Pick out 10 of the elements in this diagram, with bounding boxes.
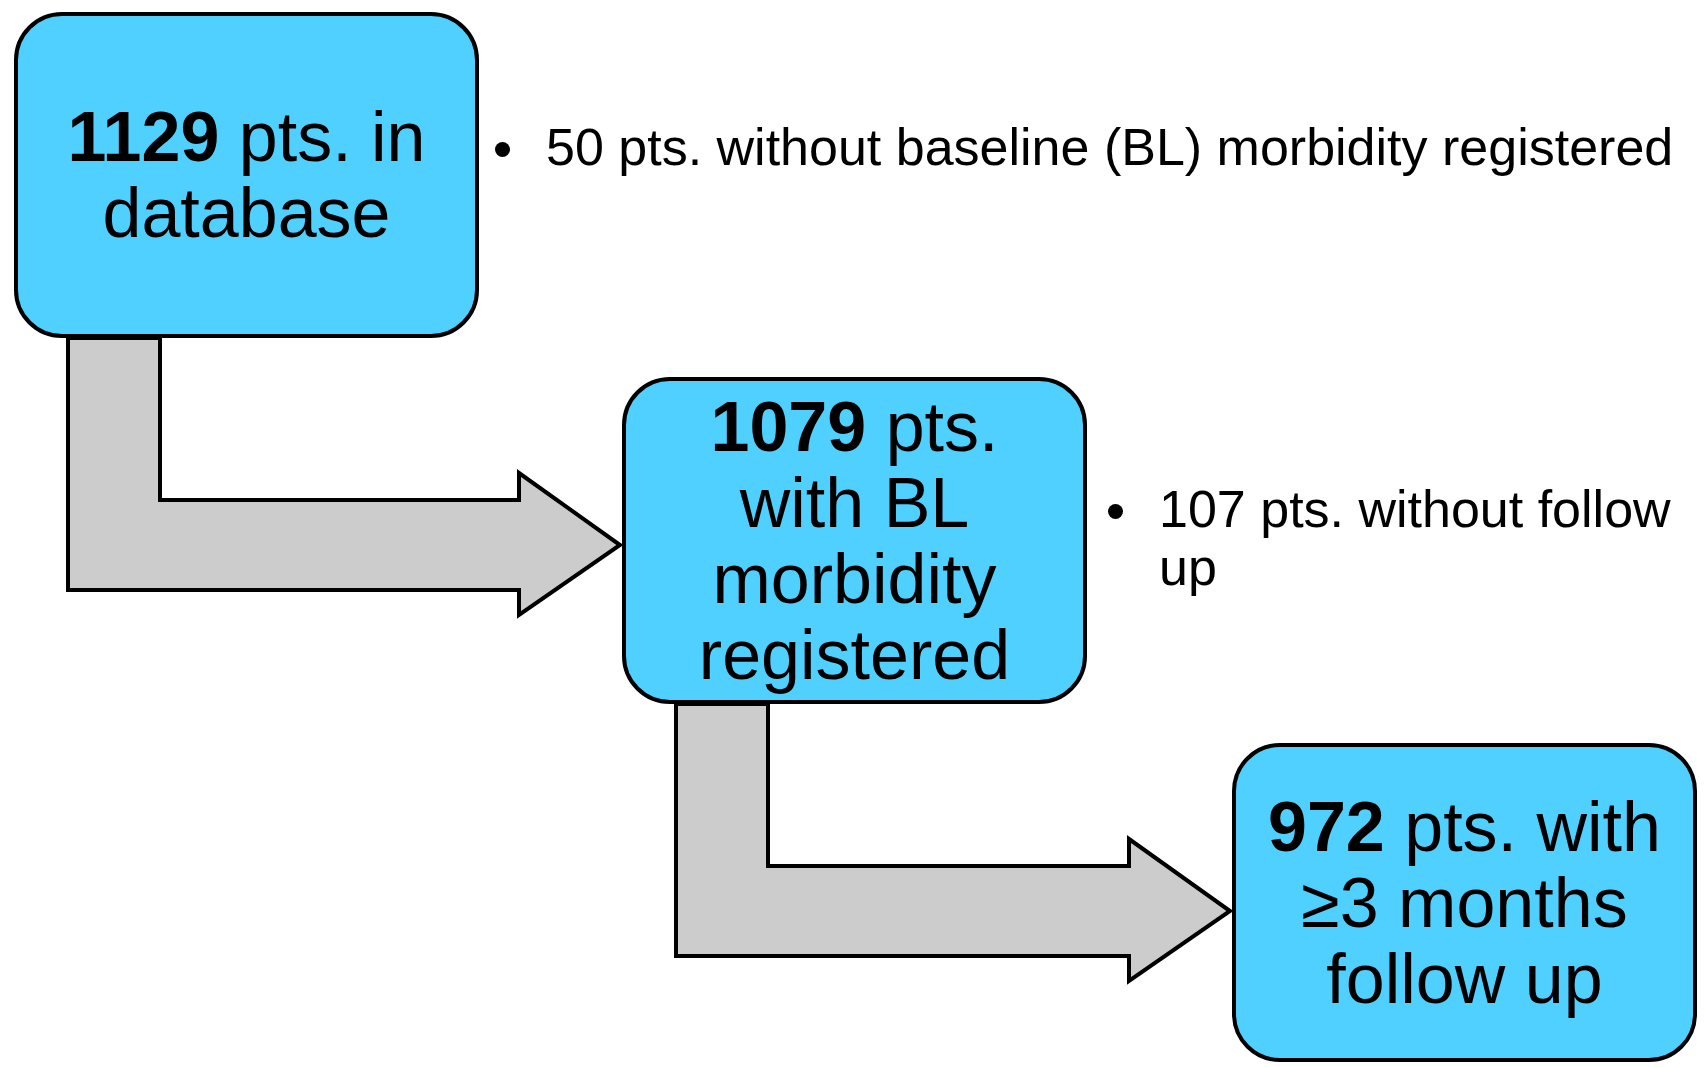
note-text: 50 pts. without baseline (BL) morbidity registered [546,118,1674,176]
block-arrow [674,702,1234,985]
process-box [14,12,479,338]
note-text: 107 pts. without follow up [1159,480,1672,596]
block-arrow [66,336,624,619]
box-text: 1129 pts. in database [66,99,427,251]
box-text: 972 pts. with ≥3 months follow up [1268,788,1661,1017]
process-box [622,377,1087,704]
box-text: 1079 pts. with BL morbidity registered [697,388,1012,693]
process-box [1232,743,1697,1062]
